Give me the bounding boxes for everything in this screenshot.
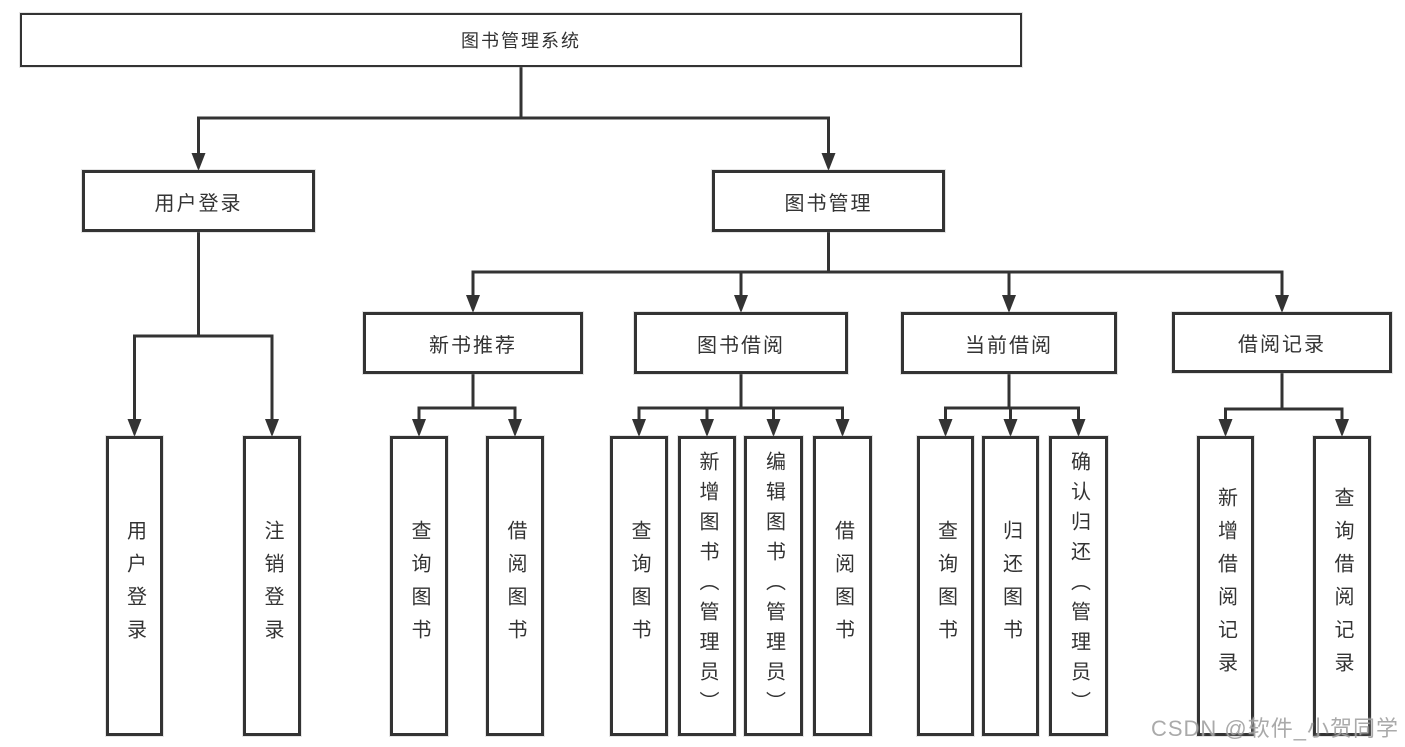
node-label-user-login: 用户登录	[154, 192, 243, 215]
node-new-book-recommend: 新书推荐	[363, 312, 583, 374]
arrowhead	[466, 295, 480, 313]
node-borrow-records: 借阅记录	[1172, 312, 1392, 373]
node-label-new-book-recommend: 新书推荐	[429, 334, 517, 357]
node-label-add-borrow-record: 新增借阅记录	[1214, 487, 1237, 685]
arrowhead	[1218, 419, 1233, 437]
node-current-borrow: 当前借阅	[901, 312, 1117, 374]
node-label-query-books-2: 查询图书	[628, 520, 650, 652]
arrowhead	[734, 295, 748, 313]
node-user-login: 用户登录	[82, 170, 315, 232]
arrowhead	[835, 419, 850, 437]
node-label-query-borrow-record: 查询借阅记录	[1331, 487, 1353, 685]
arrowhead	[700, 419, 714, 437]
node-logout-leaf: 注销登录	[243, 436, 301, 736]
node-label-edit-book-admin: 编辑图书（管理员）	[762, 451, 785, 721]
node-add-book-admin: 新增图书（管理员）	[678, 436, 736, 736]
node-label-logout-leaf: 注销登录	[261, 520, 283, 652]
node-query-books-1: 查询图书	[390, 436, 448, 736]
csdn-watermark: CSDN @软件_小贺同学	[1150, 716, 1399, 741]
node-label-borrow-books-1: 借阅图书	[504, 520, 526, 652]
node-book-management: 图书管理	[712, 170, 945, 232]
node-label-root: 图书管理系统	[461, 31, 581, 51]
node-label-query-books-1: 查询图书	[408, 520, 430, 652]
node-return-books: 归还图书	[982, 436, 1039, 736]
node-label-user-login-leaf: 用户登录	[123, 520, 146, 652]
node-edit-book-admin: 编辑图书（管理员）	[744, 436, 803, 736]
arrowhead	[508, 419, 522, 437]
arrowhead	[632, 419, 646, 437]
node-label-book-borrow: 图书借阅	[697, 334, 785, 357]
node-borrow-books-2: 借阅图书	[813, 436, 872, 736]
node-borrow-books-1: 借阅图书	[486, 436, 544, 736]
node-user-login-leaf: 用户登录	[106, 436, 163, 736]
arrowhead	[938, 419, 953, 437]
arrowhead	[412, 419, 426, 437]
node-query-borrow-record: 查询借阅记录	[1313, 436, 1371, 736]
arrowhead	[265, 419, 279, 437]
arrowhead	[766, 419, 781, 437]
node-label-borrow-records: 借阅记录	[1238, 334, 1326, 356]
arrowhead	[1071, 419, 1086, 437]
node-book-borrow: 图书借阅	[634, 312, 848, 374]
arrowhead	[1275, 295, 1289, 313]
node-label-return-books: 归还图书	[999, 520, 1022, 652]
node-query-books-3: 查询图书	[917, 436, 974, 736]
node-label-add-book-admin: 新增图书（管理员）	[696, 451, 718, 721]
node-query-books-2: 查询图书	[610, 436, 668, 736]
arrowhead	[1002, 295, 1016, 313]
arrowhead	[191, 153, 206, 171]
node-root: 图书管理系统	[20, 13, 1022, 67]
arrowhead	[821, 153, 836, 171]
node-label-confirm-return-admin: 确认归还（管理员）	[1067, 451, 1090, 721]
node-label-current-borrow: 当前借阅	[965, 334, 1053, 357]
arrowhead	[127, 419, 142, 437]
node-label-borrow-books-2: 借阅图书	[831, 520, 854, 652]
node-confirm-return-admin: 确认归还（管理员）	[1049, 436, 1108, 736]
node-label-query-books-3: 查询图书	[934, 520, 957, 652]
node-add-borrow-record: 新增借阅记录	[1197, 436, 1254, 736]
arrowhead	[1003, 419, 1018, 437]
arrowhead	[1335, 419, 1349, 437]
node-label-book-management: 图书管理	[784, 192, 873, 215]
